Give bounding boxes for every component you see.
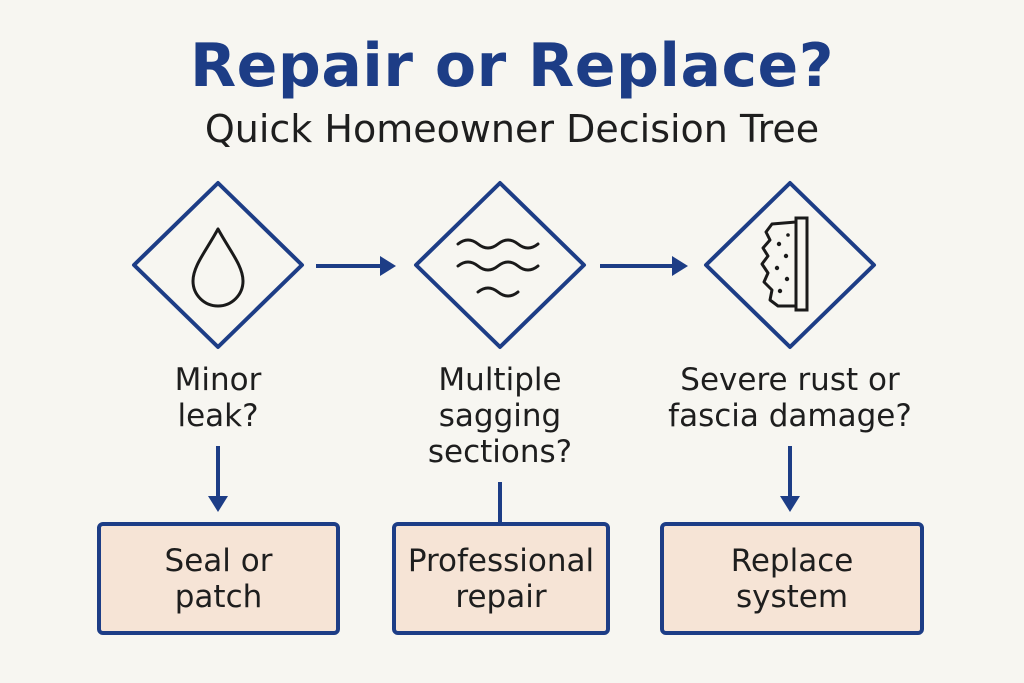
question-line: Multiple [438,362,562,398]
outcome-replace-system: Replace system [660,522,924,635]
question-line: Severe rust or [680,362,900,398]
question-line: fascia damage? [668,398,912,434]
decision-diamond-1 [132,181,304,349]
question-line: sagging [438,398,562,434]
decision-diamond-3 [704,181,876,349]
wavy-lines-icon [456,238,540,298]
arrow-down-3 [780,446,800,512]
outcome-line: Professional [407,542,595,579]
page-subtitle: Quick Homeowner Decision Tree [204,107,820,151]
outcome-line: system [735,578,849,615]
arrow-right-1 [316,256,396,276]
outcome-professional-repair: Professional repair [392,522,610,635]
outcome-line: Replace [730,542,854,579]
outcome-line: Seal or [164,542,273,579]
question-line: Minor [174,362,262,398]
outcome-line: repair [455,578,547,615]
rusted-fascia-icon [760,216,809,312]
outcome-seal-or-patch: Seal or patch [97,522,340,635]
page-title: Repair or Replace? [189,31,835,101]
arrow-right-2 [600,256,688,276]
question-severe-rust: Severe rust or fascia damage? [650,362,930,434]
question-line: leak? [177,398,259,434]
outcome-line: patch [174,578,263,615]
water-drop-icon [191,227,245,308]
decision-diamond-2 [414,181,586,349]
arrow-down-1 [208,446,228,512]
question-minor-leak: Minor leak? [118,362,318,434]
question-line: sections? [427,434,573,470]
question-sagging-sections: Multiple sagging sections? [390,362,610,470]
